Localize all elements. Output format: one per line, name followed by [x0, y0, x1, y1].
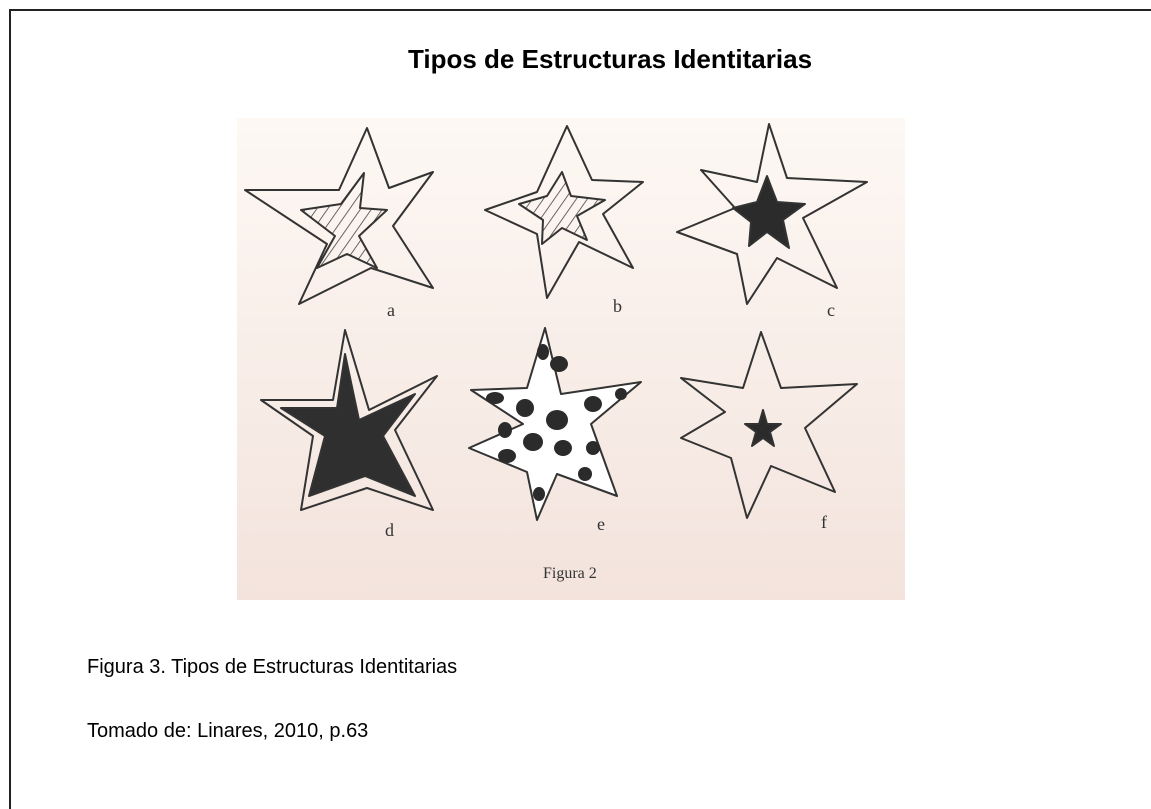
label-f: f [821, 512, 827, 532]
star-d [260, 329, 438, 511]
label-c: c [827, 300, 835, 320]
stars-figure: a b c d e f Figura 2 [237, 118, 905, 600]
page-border [9, 9, 1151, 809]
star-a [244, 127, 434, 305]
star-c [676, 123, 868, 305]
star-f [680, 331, 858, 519]
label-d: d [385, 520, 394, 540]
label-a: a [387, 300, 395, 320]
star-b [484, 125, 644, 299]
label-e: e [597, 514, 605, 534]
label-b: b [613, 296, 622, 316]
figure-caption: Figura 3. Tipos de Estructuras Identitar… [87, 656, 458, 678]
star-e [468, 327, 642, 521]
page-title: Tipos de Estructuras Identitarias [407, 44, 813, 74]
figure-source: Tomado de: Linares, 2010, p.63 [87, 720, 369, 742]
figure-inner-caption: Figura 2 [543, 565, 597, 582]
